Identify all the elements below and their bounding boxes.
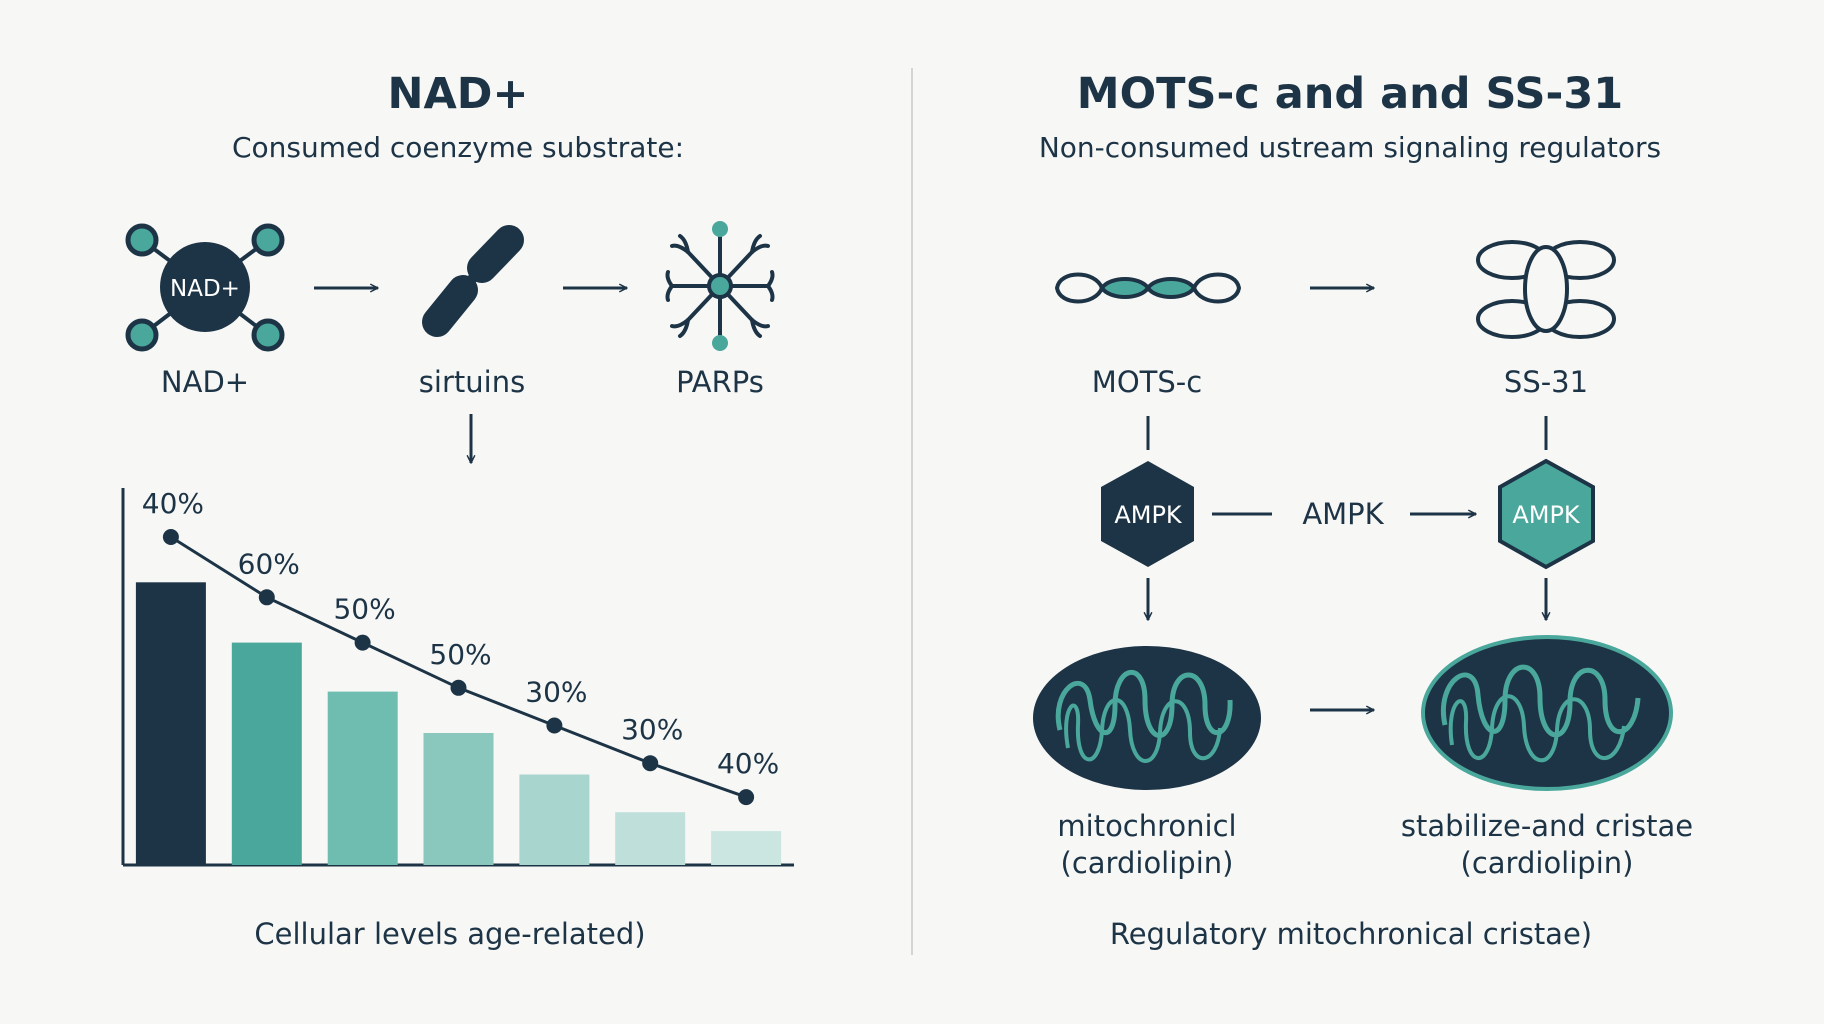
chart-point-6 [642,755,659,772]
mito-left-label-1: mitochronicl [1057,809,1236,843]
sirtuins-label: sirtuins [419,365,525,399]
chart-data-label-7: 40% [717,747,779,780]
chart-point-5 [546,717,563,734]
right-subtitle: Non-consumed ustream signaling regulator… [1039,131,1661,164]
chart-bar-3 [327,691,398,865]
left-panel: NAD+ Consumed coenzyme substrate: NAD+ N… [121,69,794,951]
ampk-hexagon-left: AMPK [1101,461,1194,567]
right-panel: MOTS-c and and SS-31 Non-consumed ustrea… [1033,69,1693,951]
nad-molecule-icon: NAD+ [125,223,285,352]
chart-data-label-6: 30% [621,713,683,746]
mitochondrion-icon-right [1421,635,1673,791]
chart-bar-2 [231,642,302,865]
chart-point-2 [258,589,275,606]
left-caption: Cellular levels age-related) [254,917,645,951]
left-subtitle: Consumed coenzyme substrate: [232,131,684,164]
right-title: MOTS-c and and SS-31 [1077,69,1623,119]
chart-data-label-2: 60% [238,547,300,580]
chart-data-label-5: 30% [525,676,587,709]
chart-point-7 [738,789,755,806]
motsc-label: MOTS-c [1092,365,1202,399]
nad-label: NAD+ [161,365,249,399]
mito-right-label-1: stabilize-and cristae [1401,809,1693,843]
peptide-ring-icon [1476,240,1616,339]
nad-badge-text: NAD+ [170,276,240,302]
right-caption: Regulatory mitochronical cristae) [1110,917,1592,951]
chart-point-3 [354,634,371,651]
chart-bar-1 [135,582,206,866]
ampk-hexagon-right: AMPK [1498,458,1595,570]
chart-data-label-1: 40% [142,487,204,520]
parps-label: PARPs [676,365,764,399]
chart-bar-7 [711,831,782,865]
chart-point-4 [450,679,467,696]
chart-bar-5 [519,774,590,865]
peptide-chain-icon [1054,272,1242,304]
ss31-label: SS-31 [1504,365,1588,399]
ampk-middle-label: AMPK [1302,497,1384,531]
mito-right-label-2: (cardiolipin) [1461,846,1634,880]
chart-bar-4 [423,733,494,865]
left-title: NAD+ [388,69,529,119]
mitochondrion-icon-left [1033,646,1261,790]
parp-network-icon [665,221,775,351]
age-decline-chart: 40% 60% 50% 50% 30% 30% 40% [121,487,794,867]
ampk-right-text: AMPK [1512,501,1581,529]
chart-data-label-4: 50% [429,638,491,671]
chart-bar-6 [615,812,686,865]
ampk-left-text: AMPK [1114,501,1183,529]
chart-data-label-3: 50% [333,593,395,626]
sirtuin-enzyme-icon [422,225,524,337]
chart-point-1 [162,529,179,545]
mito-left-label-2: (cardiolipin) [1061,846,1234,880]
